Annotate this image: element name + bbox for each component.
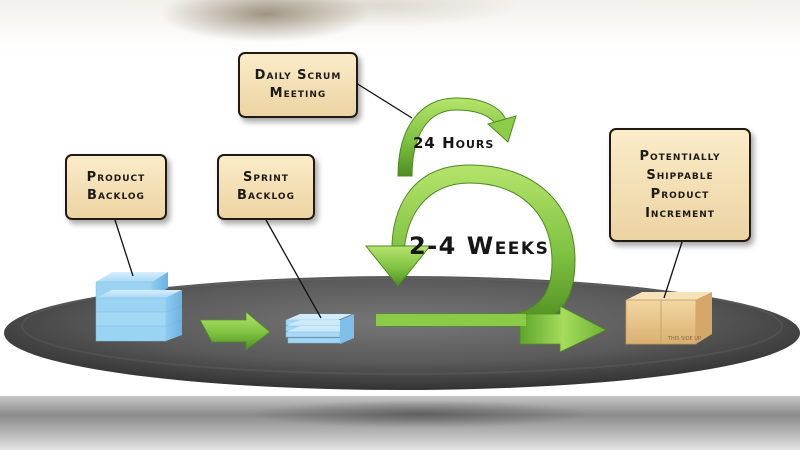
- callout-leader-lines: [114, 82, 683, 319]
- flow-arrow-small: [199, 311, 271, 351]
- product-increment-callout: Potentially Shippable Product Increment: [609, 128, 751, 242]
- platform-ellipse: [4, 276, 800, 390]
- daily-scrum-meeting-callout: Daily Scrum Meeting: [238, 52, 358, 118]
- daily-cycle-label: 24 Hours: [413, 134, 495, 152]
- daily-cycle-arrow: [397, 97, 517, 177]
- sprint-cycle-arrow: [364, 164, 607, 353]
- sprint-cycle-label: 2-4 Weeks: [409, 232, 550, 260]
- product-backlog-blocks: [95, 272, 182, 342]
- box-print-text: THIS SIDE UP: [667, 336, 701, 342]
- sprint-backlog-callout: Sprint Backlog: [217, 154, 315, 220]
- top-blurred-border: [0, 0, 800, 52]
- product-backlog-callout: Product Backlog: [65, 154, 167, 220]
- shippable-increment-box: THIS SIDE UP: [625, 292, 712, 345]
- sprint-backlog-stack: [285, 314, 354, 344]
- bottom-blurred-border: [0, 396, 800, 450]
